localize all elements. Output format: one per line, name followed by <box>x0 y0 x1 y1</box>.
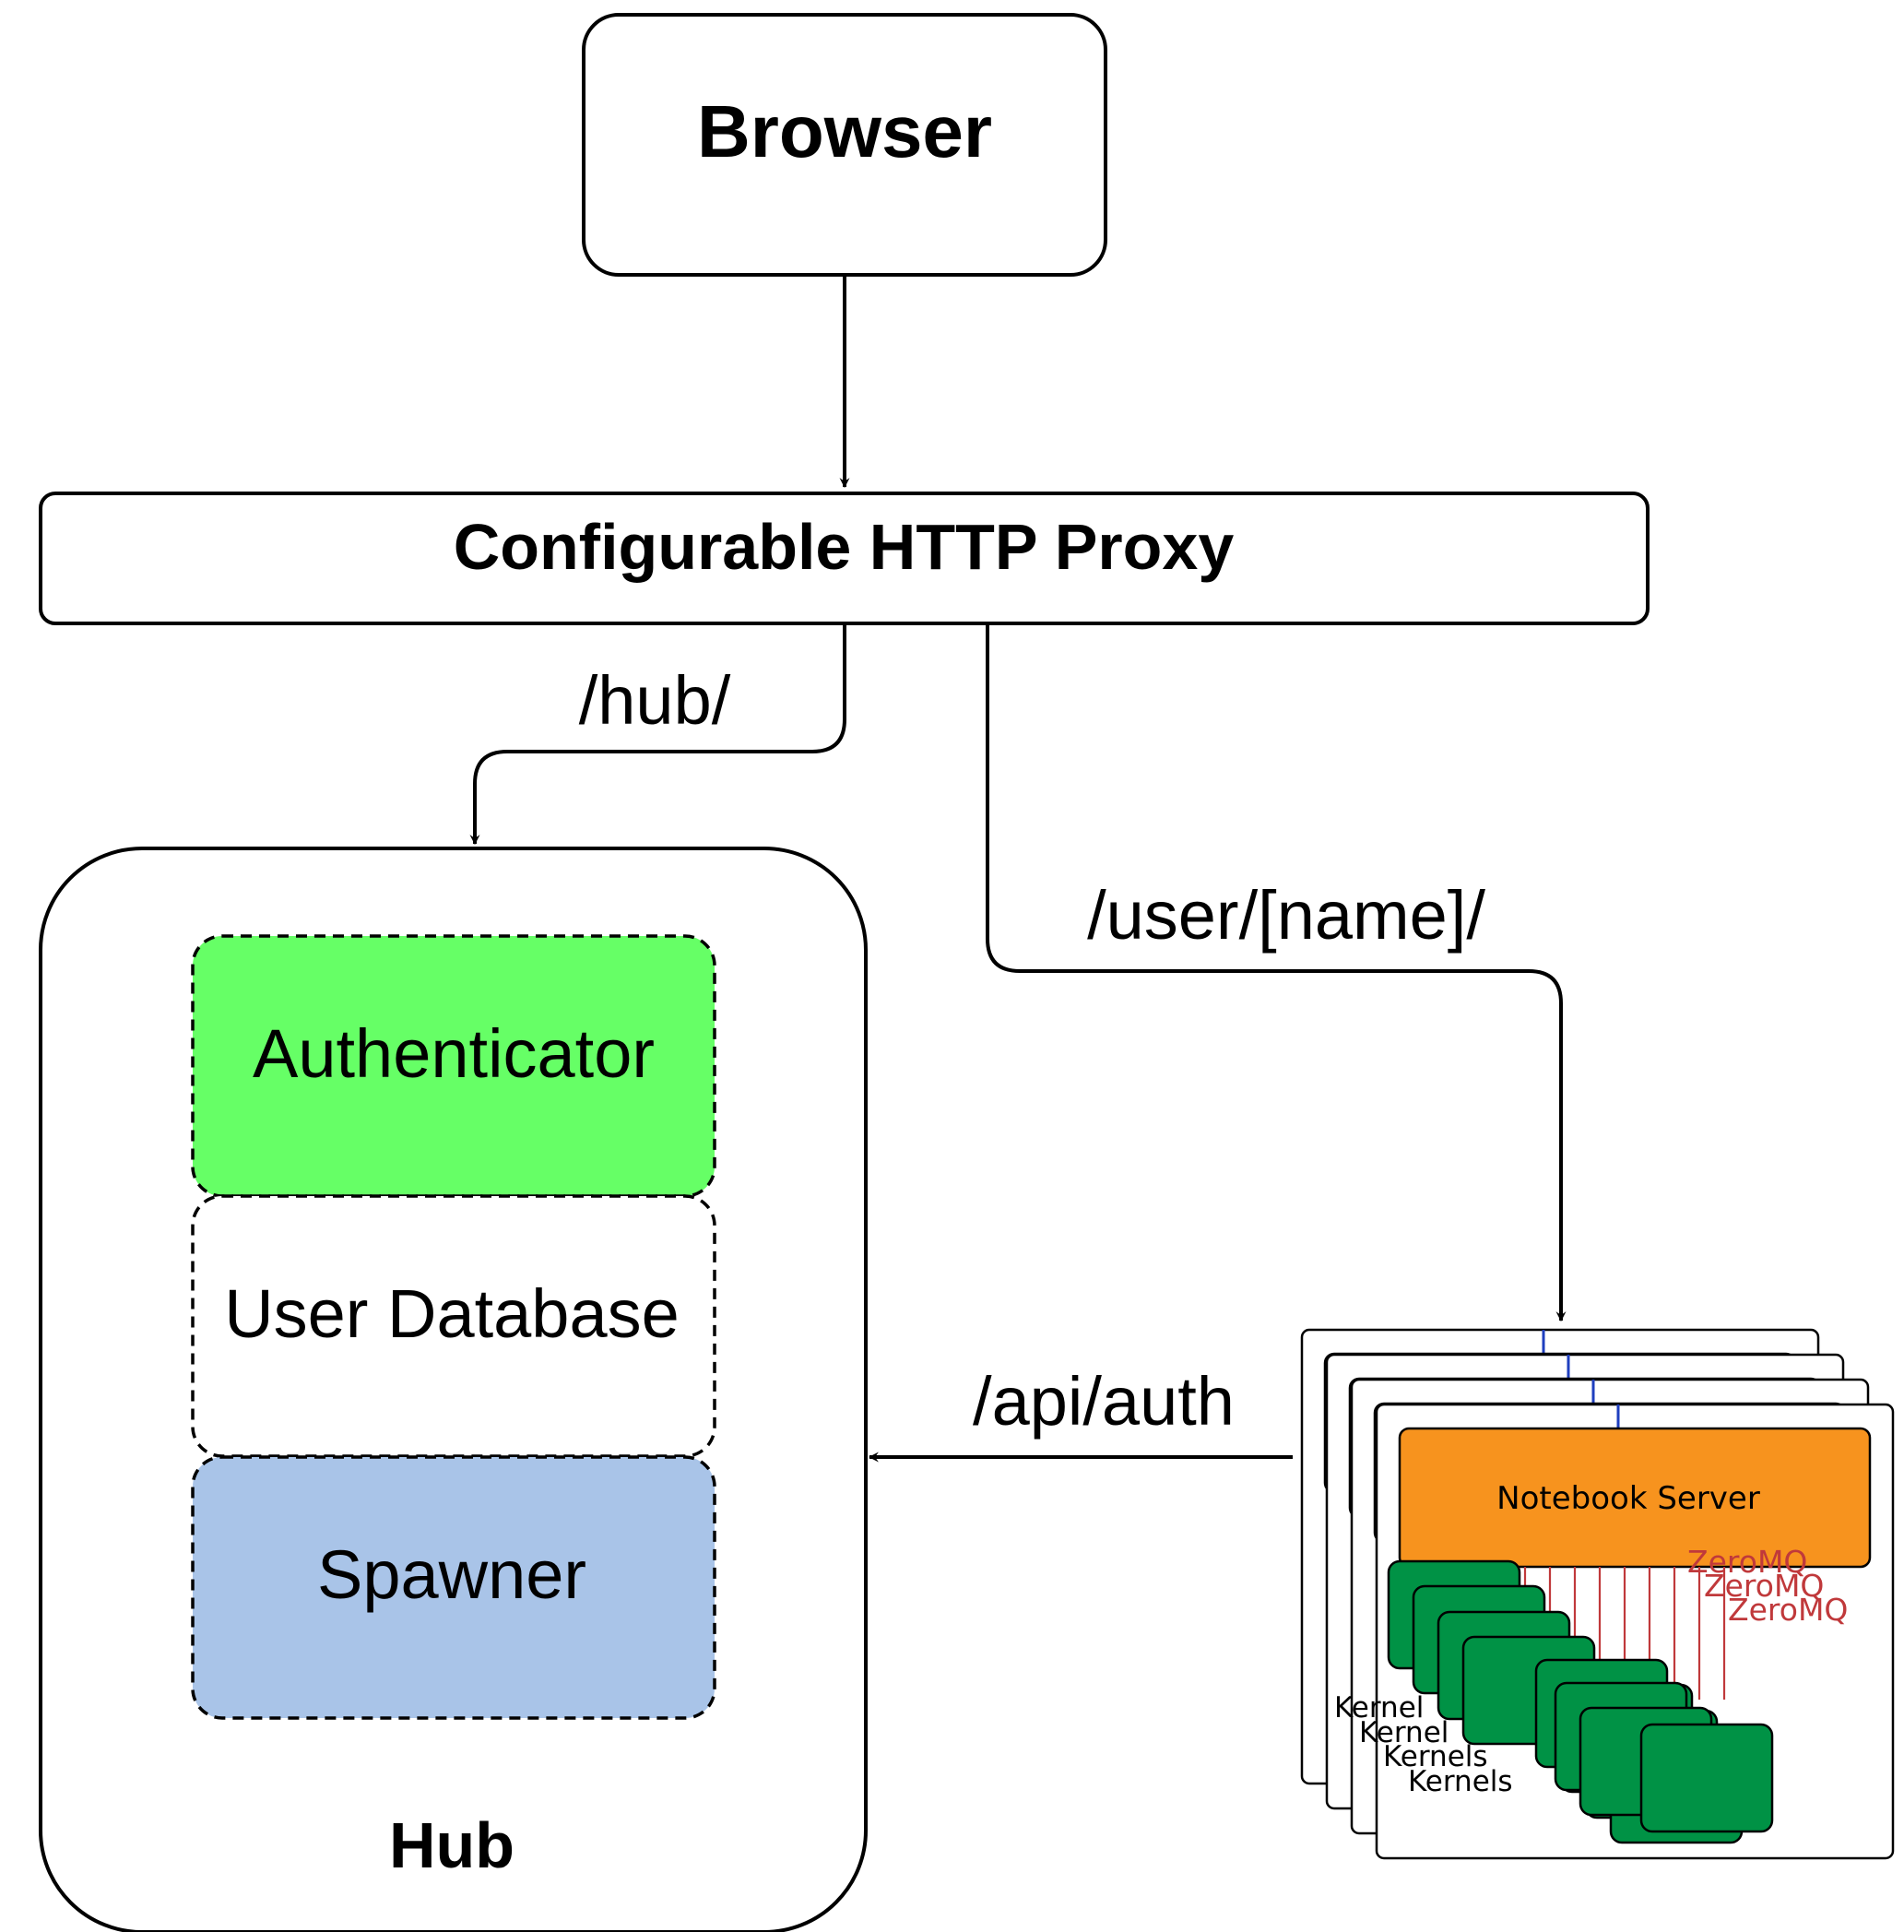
edge-label-hub: /hub/ <box>579 662 731 739</box>
hub-label: Hub <box>389 1809 514 1881</box>
kernel-label: Kernel <box>1359 1716 1449 1749</box>
user-database-node: User Database <box>191 1194 716 1458</box>
authenticator-node: Authenticator <box>191 934 716 1198</box>
browser-node: Browser <box>582 13 1107 277</box>
notebook-server-label: Notebook Server <box>1496 1480 1760 1517</box>
spawner-label: Spawner <box>317 1536 586 1613</box>
zeromq-label: ZeroMQ <box>1728 1592 1848 1628</box>
notebook-server-stack: Notebook Server ZeroMQ ZeroMQ ZeroMQ <box>1300 1328 1895 1860</box>
edge-label-user: /user/[name]/ <box>1087 877 1485 954</box>
zeromq-label: ZeroMQ <box>1704 1568 1824 1604</box>
proxy-node: Configurable HTTP Proxy <box>39 492 1650 625</box>
kernels-label: Kernels <box>1383 1740 1488 1773</box>
spawner-node: Spawner <box>191 1455 716 1720</box>
kernel-boxes <box>1387 1559 1774 1844</box>
edge-proxy-to-notebook <box>986 623 1567 1322</box>
browser-label: Browser <box>697 90 992 172</box>
kernel-label: Kernel <box>1334 1691 1424 1725</box>
edge-proxy-to-hub <box>469 623 846 846</box>
zeromq-label: ZeroMQ <box>1687 1544 1807 1580</box>
edge-label-auth: /api/auth <box>973 1363 1235 1440</box>
proxy-label: Configurable HTTP Proxy <box>454 511 1235 583</box>
authenticator-label: Authenticator <box>253 1015 655 1092</box>
kernels-label: Kernels <box>1408 1765 1513 1798</box>
user-database-label: User Database <box>224 1275 680 1352</box>
